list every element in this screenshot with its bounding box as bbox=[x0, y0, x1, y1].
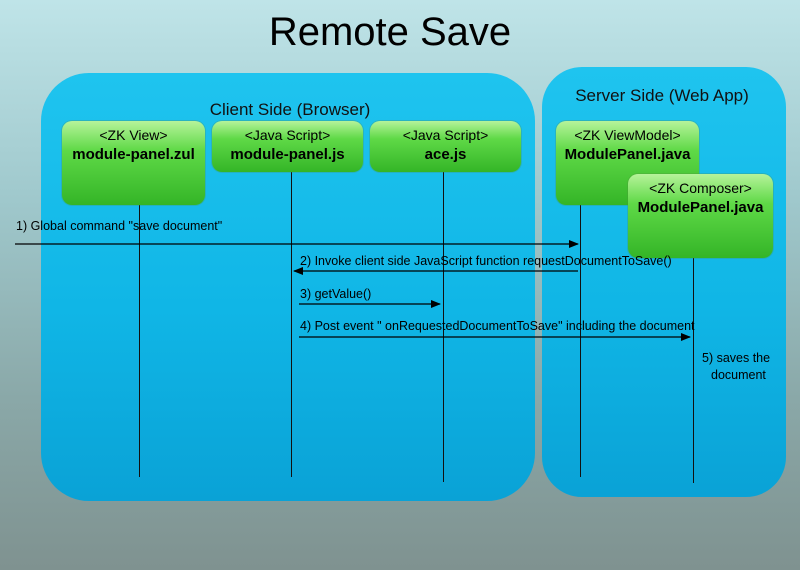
ace-js-stereotype: <Java Script> bbox=[402, 127, 489, 143]
zk-view-name: module-panel.zul bbox=[72, 146, 195, 163]
viewmodel-stereotype: <ZK ViewModel> bbox=[574, 127, 681, 143]
lifeline-zk-view bbox=[139, 205, 140, 477]
message-2-label: 2) Invoke client side JavaScript functio… bbox=[300, 254, 672, 268]
participant-viewmodel: <ZK ViewModel> ModulePanel.java bbox=[556, 121, 699, 205]
participant-zk-view: <ZK View> module-panel.zul bbox=[62, 121, 205, 205]
participant-composer: <ZK Composer> ModulePanel.java bbox=[628, 174, 773, 258]
message-3-label: 3) getValue() bbox=[300, 287, 372, 301]
diagram-title: Remote Save bbox=[268, 10, 512, 54]
module-panel-js-name: module-panel.js bbox=[230, 146, 345, 163]
participant-module-panel-js: <Java Script> module-panel.js bbox=[212, 121, 363, 172]
participant-ace-js: <Java Script> ace.js bbox=[370, 121, 521, 172]
composer-stereotype: <ZK Composer> bbox=[649, 180, 752, 196]
message-1-label: 1) Global command "save document" bbox=[16, 219, 223, 233]
composer-name: ModulePanel.java bbox=[637, 199, 764, 216]
client-side-label: Client Side (Browser) bbox=[209, 100, 371, 119]
lifeline-composer bbox=[693, 255, 694, 483]
message-5-label-line2: document bbox=[711, 368, 766, 382]
message-4-label: 4) Post event " onRequestedDocumentToSav… bbox=[300, 319, 695, 333]
viewmodel-name: ModulePanel.java bbox=[564, 146, 691, 163]
ace-js-name: ace.js bbox=[424, 146, 467, 163]
module-panel-js-stereotype: <Java Script> bbox=[244, 127, 331, 143]
lifeline-module-panel-js bbox=[291, 172, 292, 477]
lifeline-ace-js bbox=[443, 172, 444, 482]
message-5-label-line1: 5) saves the bbox=[702, 351, 771, 365]
lifeline-viewmodel bbox=[580, 205, 581, 477]
zk-view-stereotype: <ZK View> bbox=[99, 127, 168, 143]
server-side-label: Server Side (Web App) bbox=[575, 86, 749, 105]
